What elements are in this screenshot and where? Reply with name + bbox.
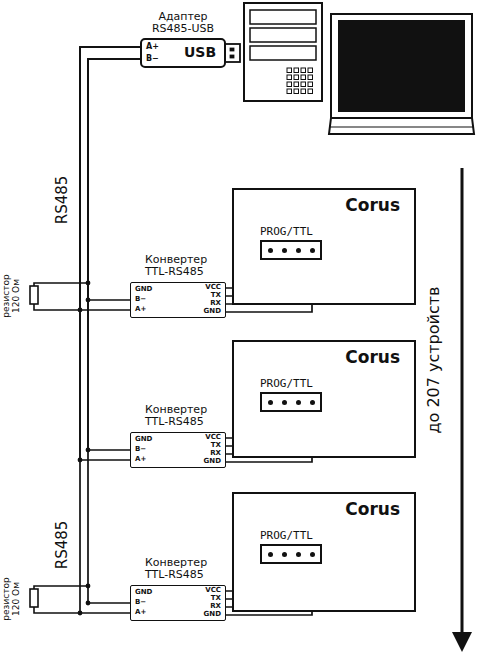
pin-name: GND <box>204 308 221 316</box>
connector-name: PROG/TTL <box>260 225 313 239</box>
wire <box>80 47 140 460</box>
usb-plug <box>225 44 240 62</box>
wire <box>88 59 140 450</box>
connector-pin <box>268 248 273 253</box>
connector-pin <box>282 400 287 405</box>
connector-socket <box>260 392 322 412</box>
wire <box>88 59 140 300</box>
pin-name: GND <box>135 589 152 597</box>
connector-block: PROG/TTL <box>260 372 322 412</box>
connector-block: PROG/TTL <box>260 524 322 564</box>
connector-pin <box>310 248 315 253</box>
pin-name: A+ <box>146 43 159 52</box>
count-arrow <box>452 168 472 652</box>
connector-pin <box>310 552 315 557</box>
pc-vent <box>287 68 313 94</box>
pin-name: A+ <box>135 609 146 617</box>
converter-title: Конвертер TTL-RS485 <box>145 254 229 279</box>
pin-name: VCC <box>205 434 221 442</box>
pin-name: B− <box>146 55 159 64</box>
rs485-cable <box>78 47 140 312</box>
device-name: Corus <box>345 347 400 367</box>
pin-name: RX <box>210 603 221 611</box>
converter-title: Конвертер TTL-RS485 <box>145 557 229 582</box>
connector-pin <box>296 248 301 253</box>
device-box: CorusPROG/TTL <box>232 340 416 458</box>
wire <box>80 47 140 310</box>
connector-block: PROG/TTL <box>260 220 322 260</box>
connector-socket <box>260 240 322 260</box>
device-box: CorusPROG/TTL <box>232 188 416 305</box>
rs485-cable <box>78 47 140 462</box>
connector-name: PROG/TTL <box>260 377 313 391</box>
connector-pin <box>282 552 287 557</box>
pin-name: TX <box>211 595 221 603</box>
pin-name: VCC <box>205 587 221 595</box>
adapter-title: Адаптер RS485-USB <box>141 11 225 36</box>
pin-name: TX <box>211 292 221 300</box>
device-box: CorusPROG/TTL <box>232 492 416 612</box>
device-count: до 207 устройств <box>425 286 443 433</box>
bus-name: RS485 <box>54 176 71 225</box>
wire <box>88 59 140 603</box>
pc-tower <box>244 3 322 101</box>
connector-pin <box>268 552 273 557</box>
pin-name: GND <box>135 286 152 294</box>
pin-name: A+ <box>135 306 146 314</box>
pin-name: A+ <box>135 456 146 464</box>
device-name: Corus <box>345 499 400 519</box>
connector-pin <box>282 248 287 253</box>
pin-name: B− <box>135 446 146 454</box>
pin-name: GND <box>135 436 152 444</box>
wire <box>80 47 140 613</box>
resistor-label: резистор 120 Ом <box>2 272 22 320</box>
connector-pin <box>268 400 273 405</box>
pin-name: TX <box>211 442 221 450</box>
connector-pin <box>296 400 301 405</box>
pin-name: VCC <box>205 284 221 292</box>
monitor <box>329 14 474 134</box>
pin-name: B− <box>135 296 146 304</box>
rs485-cable <box>78 47 140 615</box>
pin-name: GND <box>204 458 221 466</box>
connector-name: PROG/TTL <box>260 529 313 543</box>
pin-name: RX <box>210 450 221 458</box>
pin-name: GND <box>204 611 221 619</box>
pin-name: RX <box>210 300 221 308</box>
converter-title: Конвертер TTL-RS485 <box>145 404 229 429</box>
connector-pin <box>310 400 315 405</box>
device-name: Corus <box>345 195 400 215</box>
connector-pin <box>296 552 301 557</box>
port-name: USB <box>184 45 216 60</box>
connector-socket <box>260 544 322 564</box>
pin-name: B− <box>135 599 146 607</box>
bus-name: RS485 <box>54 521 71 570</box>
resistor-label: резистор 120 Ом <box>2 575 22 623</box>
